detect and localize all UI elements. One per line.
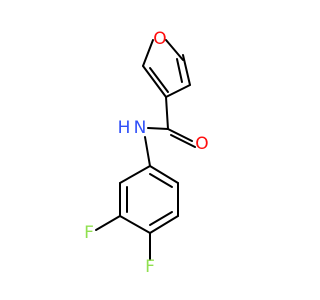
bond-c4b-c5b-inner [149,211,173,226]
molecule-structure: O O H N F F [84,29,209,277]
bond-c3-c4 [165,84,191,98]
fluorine-1-label: F [84,223,94,243]
nitrogen-label: N [134,118,147,138]
bond-c4-c5-double [176,58,183,83]
bond-c4b-c5b [149,215,179,234]
bond-c2-c3-double [149,67,169,93]
bond-c3b-c4b [119,215,151,234]
oxygen-carbonyl-label: O [195,134,208,154]
bond-c3-carbonyl [165,96,169,130]
hydrogen-amide-label: H [118,118,131,138]
bond-c3b-f [95,215,121,231]
bond-n-c1 [144,136,151,167]
bond-c4-c5 [182,54,191,86]
bond-carbonyl-n [147,127,169,130]
bond-o1-c5 [165,39,184,61]
bond-c1-c6 [149,165,179,184]
molecule-diagram: O O H N F F [84,29,209,277]
fluorine-2-label: F [145,257,155,277]
bond-c1-c2 [119,165,151,184]
bond-c2-c3 [142,65,167,98]
bond-c1-c6-inner [149,173,173,188]
bond-o1-c2 [142,39,154,67]
bond-carbonyl-o-double [170,134,196,148]
bond-carbonyl-o [167,128,193,142]
oxygen-ring-label: O [153,29,166,49]
